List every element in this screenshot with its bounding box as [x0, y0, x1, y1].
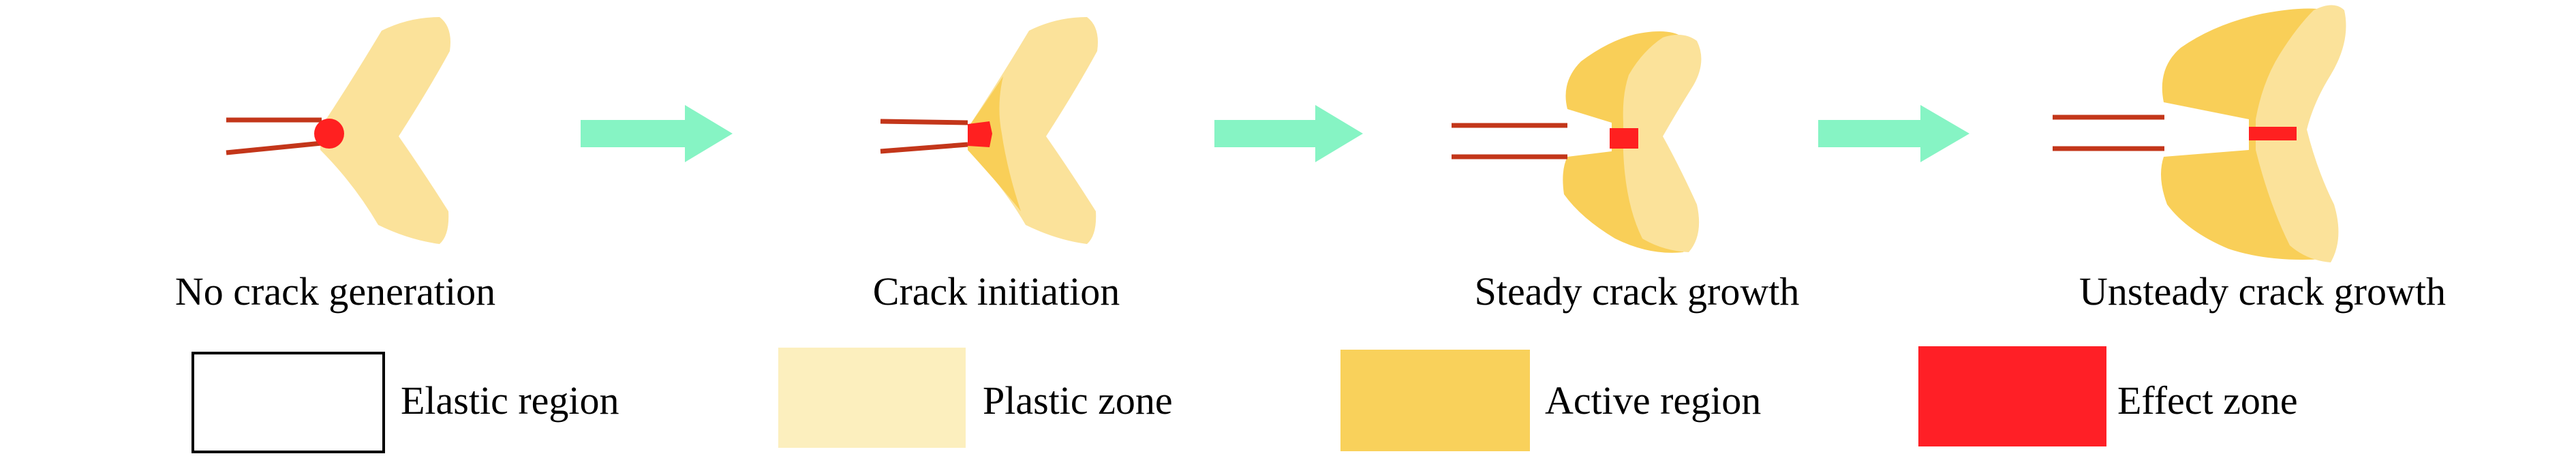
stage-label: Unsteady crack growth — [2079, 269, 2446, 314]
legend-label: Plastic zone — [983, 378, 1173, 423]
legend-label: Elastic region — [401, 378, 619, 423]
effect-zone-marker — [1610, 128, 1638, 149]
legend-swatch-elastic — [191, 352, 385, 453]
legend-label: Active region — [1545, 378, 1761, 423]
plastic-zone-shape — [1623, 35, 1702, 252]
active-region-shape — [968, 76, 1021, 211]
legend-swatch-active — [1340, 350, 1530, 451]
legend-swatch-plastic — [778, 348, 966, 448]
progression-arrow — [1214, 105, 1363, 162]
stage-label: Steady crack growth — [1475, 269, 1800, 314]
crack-line-upper — [880, 119, 968, 125]
plastic-zone-shape — [2256, 5, 2346, 262]
stage-crack-initiation: Crack initiation — [873, 17, 1120, 314]
legend: Elastic region Plastic zone Active regio… — [191, 346, 2298, 453]
effect-zone-marker — [314, 119, 344, 149]
plastic-zone-shape — [968, 17, 1098, 244]
crack-line-lower — [880, 142, 968, 154]
stage-no-crack-generation: No crack generation — [175, 17, 495, 314]
legend-item-plastic-zone: Plastic zone — [778, 348, 1173, 448]
crack-line-lower — [226, 140, 322, 155]
stage-steady-crack-growth: Steady crack growth — [1452, 31, 1799, 314]
plastic-zone-shape — [320, 17, 450, 244]
progression-arrow — [1818, 105, 1969, 162]
stage-label: No crack generation — [175, 269, 495, 314]
progression-arrow — [581, 105, 733, 162]
effect-zone-marker — [968, 121, 992, 147]
legend-item-elastic-region: Elastic region — [191, 352, 619, 453]
legend-item-effect-zone: Effect zone — [1918, 346, 2298, 446]
stage-unsteady-crack-growth: Unsteady crack growth — [2053, 5, 2446, 314]
effect-zone-marker — [2249, 127, 2297, 140]
stage-label: Crack initiation — [873, 269, 1120, 314]
legend-label: Effect zone — [2117, 378, 2298, 423]
legend-item-active-region: Active region — [1340, 350, 1761, 451]
legend-swatch-effect — [1918, 346, 2106, 446]
